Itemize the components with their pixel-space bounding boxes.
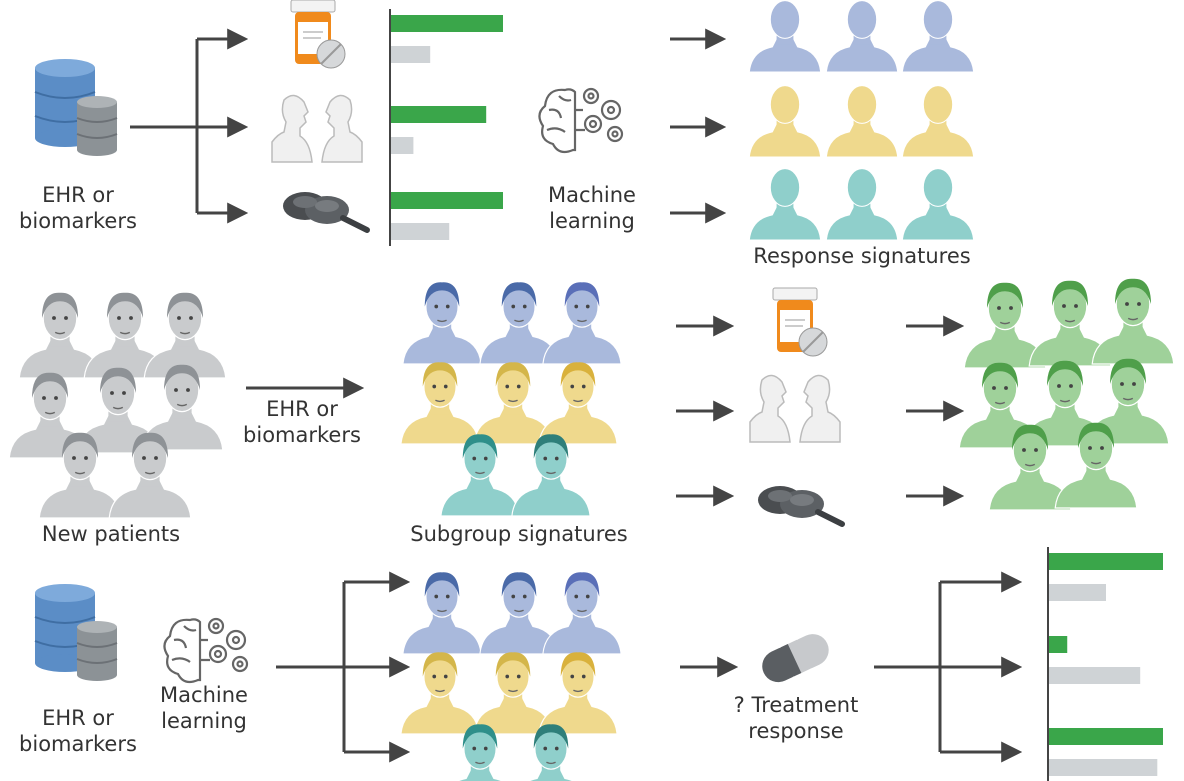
bar-green — [1049, 553, 1163, 570]
biomarkers-label-top: biomarkers — [19, 209, 137, 233]
bar-green — [1049, 636, 1068, 653]
capsule-icon — [756, 628, 834, 688]
subgroup-person-yellow — [473, 652, 553, 735]
response-person — [901, 0, 975, 73]
response-person — [748, 168, 822, 241]
subgroup-person-teal — [527, 724, 575, 781]
subgroup-person-blue — [542, 282, 622, 365]
bar-green — [391, 106, 487, 123]
new-patient — [83, 292, 167, 379]
mid-treatment-arrows — [676, 315, 965, 507]
bar-grey — [1049, 759, 1158, 776]
pill-bottle-icon-mid — [772, 287, 828, 357]
ml-label-bot-1: Machine — [160, 683, 248, 707]
ml-label-bot-2: learning — [161, 709, 247, 733]
subgroup-person-teal — [456, 724, 504, 781]
new-patient — [38, 432, 122, 519]
brain-gears-icon-bottom — [163, 617, 249, 684]
brain-gears-icon — [538, 87, 624, 154]
bar-grey — [1049, 667, 1141, 684]
response-signatures-label: Response signatures — [753, 244, 970, 268]
new-patients-label: New patients — [42, 522, 180, 546]
database-icon — [34, 58, 118, 157]
response-person — [748, 0, 822, 73]
treatment-label-1: ? Treatment — [734, 693, 859, 717]
ehr-label-top: EHR or — [42, 183, 114, 207]
top-right-arrows — [670, 28, 727, 224]
counseling-heads-icon — [271, 94, 363, 163]
tms-device-icon — [283, 192, 367, 230]
subgroup-person-blue — [479, 572, 559, 655]
responder-person — [988, 424, 1072, 511]
new-patients-group — [8, 292, 227, 519]
bar-grey — [391, 223, 450, 240]
response-person — [748, 85, 822, 158]
ehr-label-mid-1: EHR or — [266, 397, 338, 421]
bar-green — [391, 192, 503, 209]
bar-grey — [391, 137, 414, 154]
responder-person — [1091, 278, 1175, 365]
bar-green — [1049, 728, 1163, 745]
subgroup-person-teal — [440, 434, 520, 517]
top-bar-charts — [389, 9, 503, 246]
ml-label-top-1: Machine — [548, 183, 636, 207]
subgroup-signatures-label: Subgroup signatures — [410, 522, 628, 546]
bottom-bar-charts — [1047, 547, 1163, 781]
bottom-branch-arrows — [276, 571, 1023, 763]
response-person — [825, 0, 899, 73]
response-person — [901, 168, 975, 241]
ehr-label-mid-2: biomarkers — [243, 423, 361, 447]
response-signature-groups — [748, 0, 975, 241]
subgroup-person-yellow — [538, 652, 618, 735]
treatment-label-2: response — [748, 719, 843, 743]
ehr-label-bot-1: EHR or — [42, 706, 114, 730]
top-branch-arrows — [130, 28, 249, 224]
bar-grey — [391, 46, 431, 63]
subgroup-person-yellow — [473, 362, 553, 445]
new-patient — [18, 292, 102, 379]
pill-bottle-icon — [290, 0, 346, 69]
responder-person — [1028, 280, 1112, 367]
bar-grey — [1049, 584, 1106, 601]
counseling-heads-icon-mid — [749, 374, 841, 443]
ml-label-top-2: learning — [549, 209, 635, 233]
response-person — [901, 85, 975, 158]
bar-green — [391, 15, 503, 32]
subgroup-person-blue — [542, 572, 622, 655]
subgroup-signatures-group-bottom — [400, 572, 622, 781]
subgroup-person-yellow — [400, 362, 480, 445]
responder-person — [1054, 422, 1138, 509]
response-person — [825, 168, 899, 241]
tms-device-icon-mid — [758, 486, 842, 524]
new-patient — [143, 292, 227, 379]
subgroup-person-teal — [511, 434, 591, 517]
subgroup-person-blue — [402, 282, 482, 365]
new-patient — [108, 432, 192, 519]
subgroup-signatures-group — [400, 282, 622, 517]
subgroup-person-yellow — [538, 362, 618, 445]
ehr-label-bot-2: biomarkers — [19, 732, 137, 756]
database-icon-bottom — [34, 583, 118, 682]
subgroup-person-blue — [402, 572, 482, 655]
response-person — [825, 85, 899, 158]
responder-person — [963, 282, 1047, 369]
subgroup-person-blue — [479, 282, 559, 365]
subgroup-person-yellow — [400, 652, 480, 735]
treatment-result-group — [958, 278, 1175, 511]
